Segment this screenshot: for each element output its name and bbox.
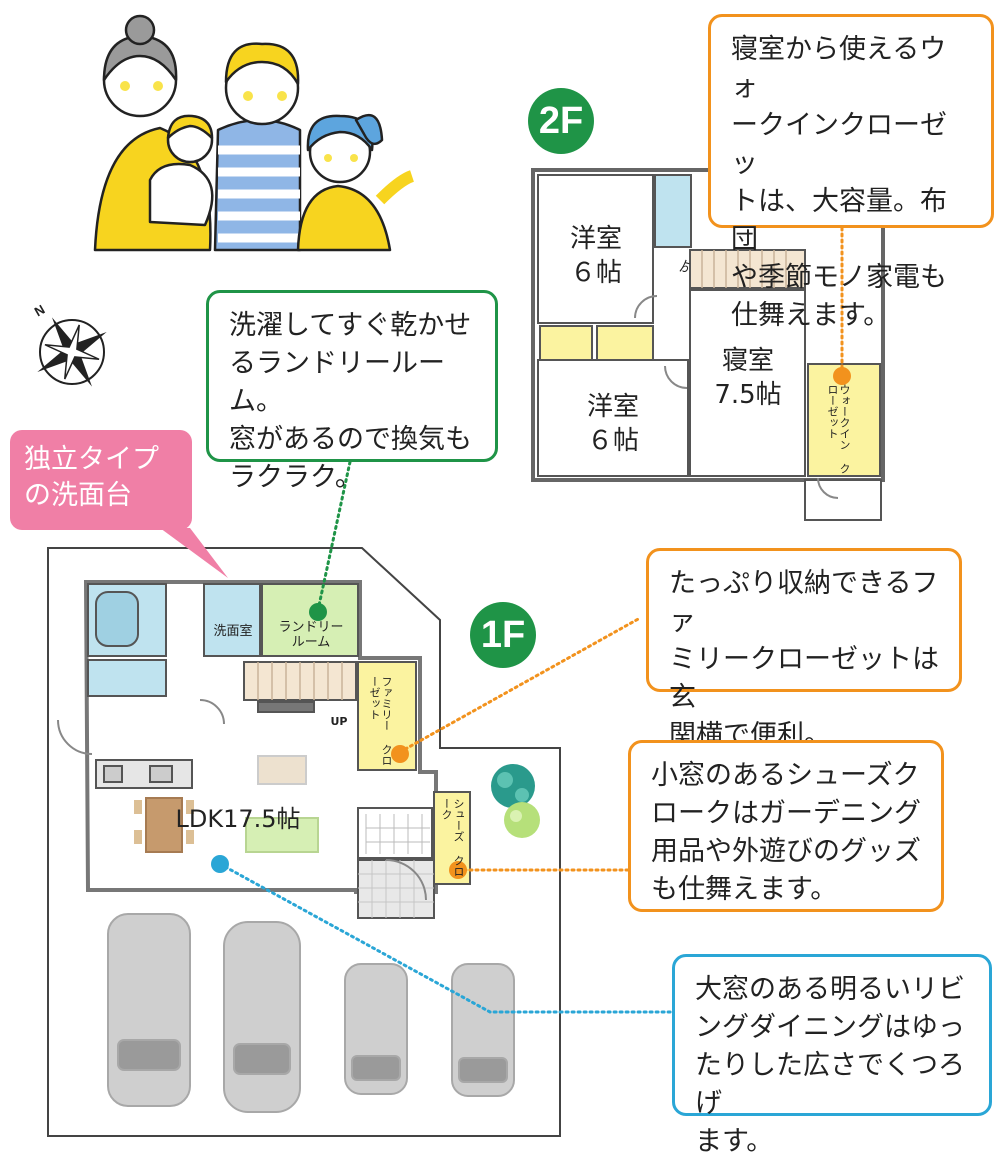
callout-family-closet: たっぷり収納できるファ ミリークローゼットは玄 関横で便利。: [646, 548, 962, 751]
room-label-western-1: 洋室 ６帖: [569, 224, 622, 288]
room-label-western-2: 洋室 ６帖: [586, 392, 639, 456]
room-label-shoe-closet: シューズ クローク: [440, 798, 465, 877]
room-label-ldk: LDK17.5帖: [175, 805, 301, 833]
vanity-callout-tail: [160, 528, 228, 578]
floor-badge-1f: 1F: [470, 602, 536, 668]
callout-leader-lines: [218, 226, 844, 1014]
room-label-walk-in-closet: ウォークイン クローゼット: [826, 384, 851, 474]
callout-laundry-room: 洗濯してすぐ乾かせ るランドリールーム。 窓があるので換気も ラクラク。: [206, 290, 498, 493]
callout-vanity: 独立タイプ の洗面台: [10, 430, 192, 530]
room-label-family-closet: ファミリー クローゼット: [368, 676, 393, 766]
callout-living-dining: 大窓のある明るいリビ ングダイニングはゆっ たりした広さでくつろげ ます。: [672, 954, 992, 1157]
stair-up-label: UP: [330, 715, 348, 728]
callout-markers: [211, 367, 851, 879]
stair-mark: ゟ: [678, 260, 692, 275]
callout-walk-in-closet: 寝室から使えるウォ ークインクローゼッ トは、大容量。布団 や季節モノ家電も 仕…: [708, 14, 994, 331]
compass-rose-icon: N: [32, 302, 107, 387]
garden-trees: [491, 764, 540, 838]
room-label-bedroom: 寝室 7.5帖: [714, 346, 782, 410]
floor-badge-2f: 2F: [528, 88, 594, 154]
parked-cars: [107, 913, 515, 1113]
svg-text:N: N: [32, 302, 48, 320]
callout-shoe-closet: 小窓のあるシューズク ロークはガーデニング 用品や外遊びのグッズ も仕舞えます。: [628, 740, 944, 912]
room-label-washroom: 洗面室: [213, 624, 253, 639]
room-label-laundry: ランドリー ルーム: [278, 620, 344, 650]
family-illustration: [93, 14, 415, 252]
